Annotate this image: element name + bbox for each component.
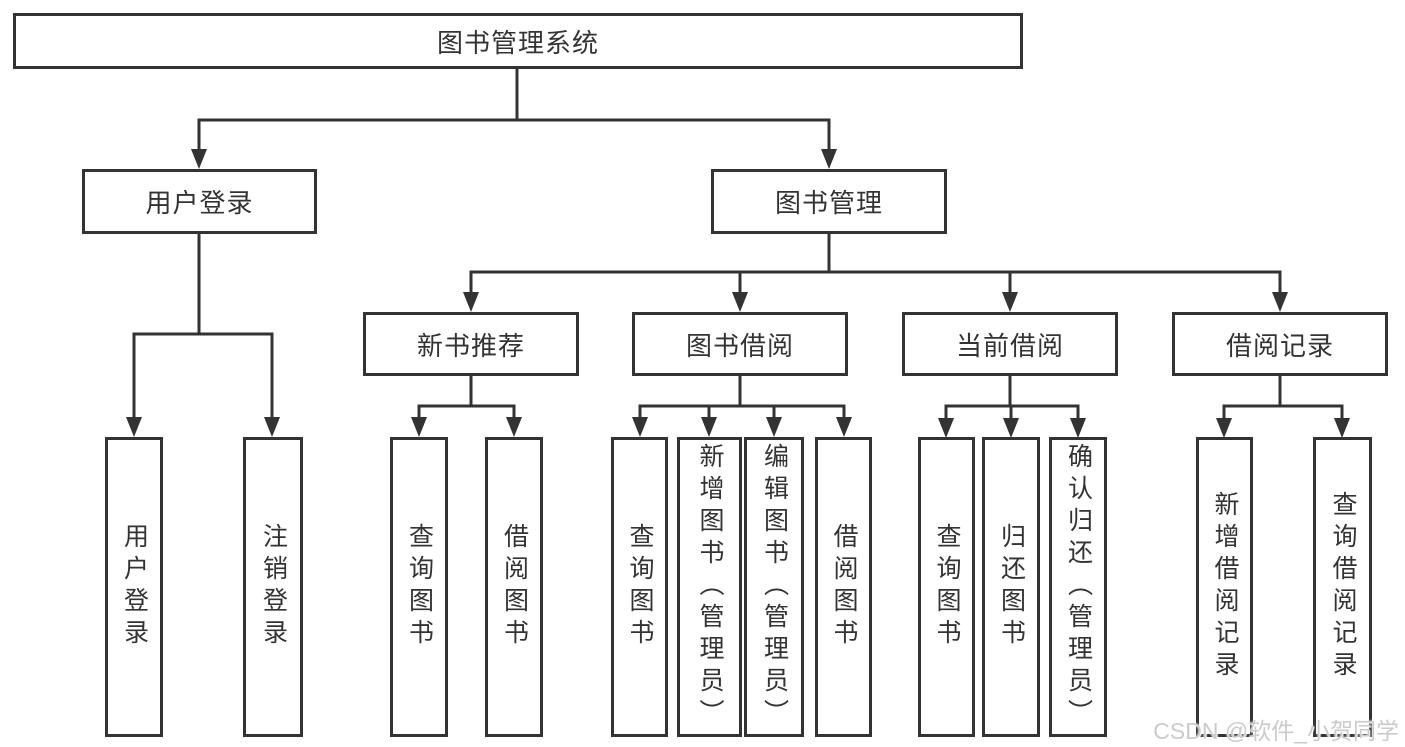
node-label: 查询借阅记录 (1329, 491, 1357, 683)
arrowheads (126, 149, 1350, 438)
node-label: 图书管理 (774, 188, 883, 218)
node-label: 图书借阅 (685, 330, 794, 361)
node-user-login: 用户登录 (82, 169, 317, 234)
node-label: 归还图书 (997, 523, 1026, 651)
node-add-books-admin: 新增图书（管理员） (677, 437, 742, 737)
node-label: 确认归还（管理员） (1064, 443, 1093, 731)
node-label: 用户登录 (145, 188, 254, 218)
node-label: 借阅记录 (1225, 330, 1334, 361)
node-label: 编辑图书（管理员） (760, 443, 789, 731)
node-library-management-system: 图书管理系统 (13, 13, 1023, 69)
node-book-management: 图书管理 (711, 169, 947, 234)
node-query-books-recommend: 查询图书 (390, 437, 448, 737)
csdn-watermark: CSDN @软件_小贺同学 (1153, 718, 1399, 744)
node-label: 借阅图书 (500, 523, 529, 651)
node-label: 用户登录 (120, 523, 149, 651)
node-confirm-return-admin: 确认归还（管理员） (1049, 437, 1107, 737)
node-add-borrow-record: 新增借阅记录 (1196, 437, 1253, 737)
node-return-books: 归还图书 (982, 437, 1040, 737)
node-current-borrowing: 当前借阅 (902, 312, 1118, 376)
node-borrow-books-recommend: 借阅图书 (485, 437, 543, 737)
node-borrowing-records: 借阅记录 (1172, 312, 1388, 376)
node-label: 查询图书 (626, 523, 654, 651)
node-query-borrow-record: 查询借阅记录 (1313, 437, 1372, 737)
node-label: 查询图书 (933, 523, 961, 651)
node-label: 新增图书（管理员） (696, 443, 724, 731)
node-label: 查询图书 (405, 523, 434, 651)
node-label: 新书推荐 (416, 330, 525, 361)
node-logout: 注销登录 (243, 437, 303, 737)
node-query-books-current: 查询图书 (918, 437, 975, 737)
node-book-borrowing: 图书借阅 (632, 312, 848, 376)
node-label: 借阅图书 (830, 523, 858, 651)
node-edit-books-admin: 编辑图书（管理员） (744, 437, 804, 737)
node-label: 图书管理系统 (436, 27, 599, 58)
node-borrow-books: 借阅图书 (815, 437, 872, 737)
node-label: 当前借阅 (955, 330, 1064, 361)
node-label: 新增借阅记录 (1211, 491, 1239, 683)
node-user-login-leaf: 用户登录 (105, 437, 163, 737)
node-label: 注销登录 (259, 523, 288, 651)
node-query-books-borrow: 查询图书 (611, 437, 668, 737)
node-new-book-recommendation: 新书推荐 (363, 312, 579, 376)
